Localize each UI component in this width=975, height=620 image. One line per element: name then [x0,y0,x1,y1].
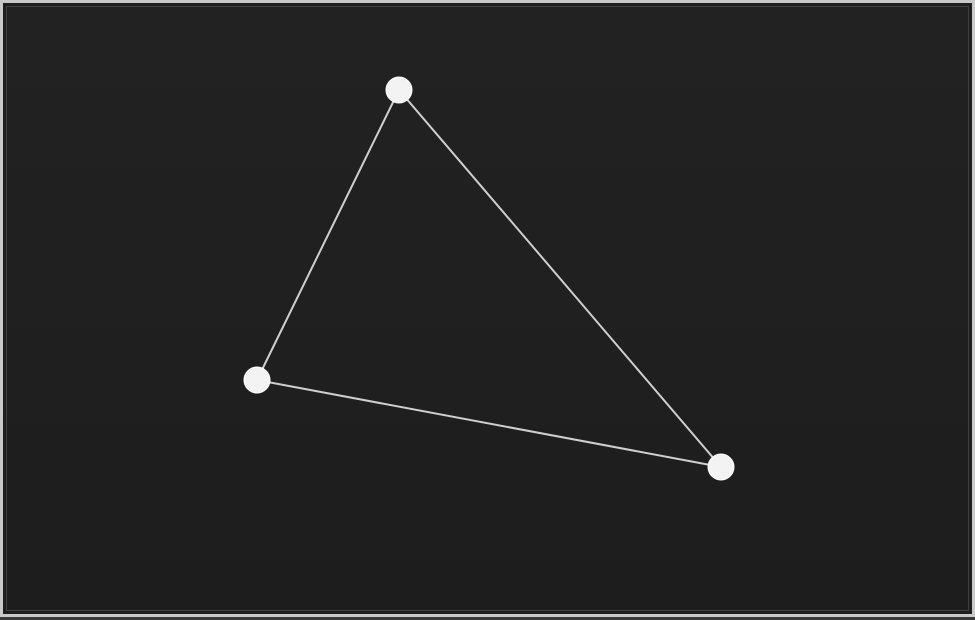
edge-c-a [398,89,722,468]
vertex-b[interactable] [243,366,271,394]
nodes-layer [243,76,735,481]
vertex-c[interactable] [707,453,735,481]
edge-b-c [256,379,722,468]
edges-layer [256,89,722,468]
triangle-diagram [243,76,735,481]
canvas-area [6,6,969,611]
edge-a-b [256,89,400,381]
vertex-a[interactable] [385,76,413,104]
